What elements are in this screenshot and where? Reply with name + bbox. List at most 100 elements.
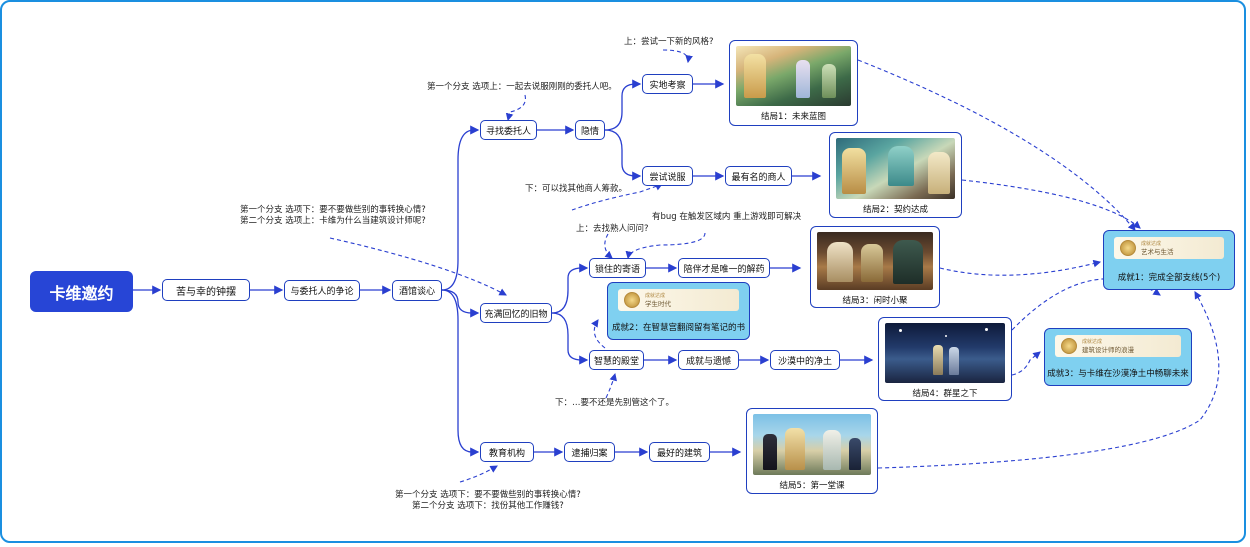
achievement-card-1[interactable]: 成就达成艺术与生活 成就1：完成全部支线(5个) xyxy=(1103,230,1235,290)
note-pointer-t7 xyxy=(605,372,617,399)
ending-4-screenshot xyxy=(885,323,1005,383)
link-e1-a1 xyxy=(857,59,1136,231)
node-desert-pure-land[interactable]: 沙漠中的净土 xyxy=(770,350,840,370)
achievement-card-2[interactable]: 成就达成学生时代 成就2：在智慧宫翻阅留有笔记的书 xyxy=(607,282,750,340)
edge-n3-n15 xyxy=(441,289,480,457)
root-topic-label: 卡维邀约 xyxy=(49,283,114,303)
node-hall-of-wisdom[interactable]: 智慧的殿堂 xyxy=(589,350,644,370)
achievement-3-label: 成就3：与卡维在沙漠净土中畅聊未来 xyxy=(1047,369,1189,379)
note-pointer-t8 xyxy=(459,465,498,483)
ending-2-caption: 结局2：契约达成 xyxy=(863,205,928,215)
node-label: 实地考察 xyxy=(649,80,686,91)
ending-5-caption: 结局5：第一堂课 xyxy=(779,481,845,491)
node-label: 尝试说服 xyxy=(649,172,686,183)
note-pointer-t3 xyxy=(571,183,663,211)
note-line: 第一个分支 选项下：要不要做些别的事转换心情? xyxy=(240,205,426,215)
ending-2-screenshot xyxy=(836,138,955,199)
note-pointer-t6 xyxy=(604,233,613,259)
node-label: 隐情 xyxy=(580,126,599,137)
note-branch1-up-persuade: 第一个分支 选项上：一起去说服刚刚的委托人吧。 xyxy=(427,82,617,92)
ending-1-caption: 结局1：未来蓝图 xyxy=(761,112,826,122)
badge-kicker: 成就达成 xyxy=(1082,339,1103,345)
edge-n5-n7 xyxy=(604,129,642,181)
ending-card-5[interactable]: 结局5：第一堂课 xyxy=(746,408,878,494)
node-label: 最好的建筑 xyxy=(656,448,702,459)
note-branch-pair-2: 第一个分支 选项下：要不要做些别的事转换心情? 第二个分支 选项下：找份其他工作… xyxy=(395,490,581,512)
badge-kicker: 成就达成 xyxy=(645,293,666,299)
edge-n9-n10 xyxy=(551,263,589,314)
edge-n3-n9 xyxy=(441,289,480,318)
note-pointer-t5 xyxy=(625,232,706,260)
node-label: 沙漠中的净土 xyxy=(777,356,832,367)
note-bug-info: 有bug 在触发区域内 重上游戏即可解决 xyxy=(652,212,802,222)
node-label: 寻找委托人 xyxy=(485,126,531,137)
ending-5-screenshot xyxy=(753,414,871,475)
ending-card-1[interactable]: 结局1：未来蓝图 xyxy=(729,40,858,126)
note-option-up-acquaintance: 上：去找熟人问问? xyxy=(576,224,649,234)
note-line: 第二个分支 选项上：卡维为什么当建筑设计师呢? xyxy=(240,216,426,226)
note-line: 第一个分支 选项下：要不要做些别的事转换心情? xyxy=(395,490,581,500)
badge-title: 艺术与生活 xyxy=(1141,248,1174,256)
achievement-1-badge: 成就达成艺术与生活 xyxy=(1114,237,1224,259)
medal-icon xyxy=(1061,338,1077,354)
medal-icon xyxy=(1120,240,1136,256)
node-best-building[interactable]: 最好的建筑 xyxy=(649,442,710,462)
node-argument-with-client[interactable]: 与委托人的争论 xyxy=(284,280,360,301)
node-locked-message[interactable]: 锁住的寄语 xyxy=(589,258,646,278)
node-label: 教育机构 xyxy=(488,448,525,459)
badge-kicker: 成就达成 xyxy=(1141,241,1162,247)
note-branch-pair-1: 第一个分支 选项下：要不要做些别的事转换心情? 第二个分支 选项上：卡维为什么当… xyxy=(240,205,426,227)
ending-3-caption: 结局3：闲时小聚 xyxy=(842,296,908,306)
node-famous-merchant[interactable]: 最有名的商人 xyxy=(725,166,792,186)
edge-n5-n6 xyxy=(604,79,642,131)
note-option-down-ignore: 下：…要不还是先别管这个了。 xyxy=(555,398,675,408)
node-tavern-talk[interactable]: 酒馆谈心 xyxy=(392,280,442,301)
edge-n9-n12 xyxy=(551,312,589,365)
node-achievement-regret[interactable]: 成就与遗憾 xyxy=(678,350,739,370)
node-arrest[interactable]: 逮捕归案 xyxy=(564,442,615,462)
edge-n3-n4 xyxy=(441,125,480,291)
node-label: 苦与幸的钟摆 xyxy=(176,286,236,298)
node-field-survey[interactable]: 实地考察 xyxy=(642,74,693,94)
note-pointer-t4 xyxy=(329,237,507,296)
note-option-down-merchant: 下：可以找其他商人筹款。 xyxy=(525,184,628,194)
node-label: 最有名的商人 xyxy=(731,172,786,183)
ending-3-screenshot xyxy=(817,232,933,290)
note-pointer-t2 xyxy=(505,94,526,122)
node-education-institution[interactable]: 教育机构 xyxy=(480,442,534,462)
link-e4-a3 xyxy=(1011,351,1041,376)
achievement-1-label: 成就1：完成全部支线(5个) xyxy=(1117,273,1221,283)
ending-4-caption: 结局4：群星之下 xyxy=(912,389,978,399)
root-topic[interactable]: 卡维邀约 xyxy=(30,271,133,312)
achievement-card-3[interactable]: 成就达成建筑设计师的浪漫 成就3：与卡维在沙漠净土中畅聊未来 xyxy=(1044,328,1192,386)
note-line: 第二个分支 选项下：找份其他工作赚钱? xyxy=(412,501,564,511)
ending-card-4[interactable]: 结局4：群星之下 xyxy=(878,317,1012,401)
badge-title: 学生时代 xyxy=(645,300,671,308)
node-label: 与委托人的争论 xyxy=(290,287,354,297)
note-option-up-new-style: 上：尝试一下新的风格? xyxy=(624,37,714,47)
medal-icon xyxy=(624,292,640,308)
link-e2-a1 xyxy=(961,179,1141,229)
achievement-2-label: 成就2：在智慧宫翻阅留有笔记的书 xyxy=(612,323,745,333)
node-companionship-cure[interactable]: 陪伴才是唯一的解药 xyxy=(678,258,770,278)
node-label: 逮捕归案 xyxy=(571,448,608,459)
node-nostalgic-items[interactable]: 充满回忆的旧物 xyxy=(480,303,552,323)
node-try-persuade[interactable]: 尝试说服 xyxy=(642,166,693,186)
note-pointer-t1 xyxy=(662,49,693,64)
node-label: 智慧的殿堂 xyxy=(593,356,639,367)
ending-card-2[interactable]: 结局2：契约达成 xyxy=(829,132,962,218)
node-bitter-sweet-pendulum[interactable]: 苦与幸的钟摆 xyxy=(162,279,250,301)
link-n12-a2 xyxy=(591,319,606,349)
badge-title: 建筑设计师的浪漫 xyxy=(1082,346,1134,354)
node-label: 成就与遗憾 xyxy=(685,356,731,367)
link-e3-a1 xyxy=(939,259,1102,276)
node-hidden-reason[interactable]: 隐情 xyxy=(575,120,605,140)
link-e5-a1 xyxy=(877,291,1220,469)
ending-card-3[interactable]: 结局3：闲时小聚 xyxy=(810,226,940,308)
node-label: 酒馆谈心 xyxy=(398,287,435,297)
achievement-2-badge: 成就达成学生时代 xyxy=(618,289,739,311)
node-label: 锁住的寄语 xyxy=(594,264,640,275)
node-find-client[interactable]: 寻找委托人 xyxy=(480,120,537,140)
node-label: 充满回忆的旧物 xyxy=(484,309,548,320)
achievement-3-badge: 成就达成建筑设计师的浪漫 xyxy=(1055,335,1181,357)
